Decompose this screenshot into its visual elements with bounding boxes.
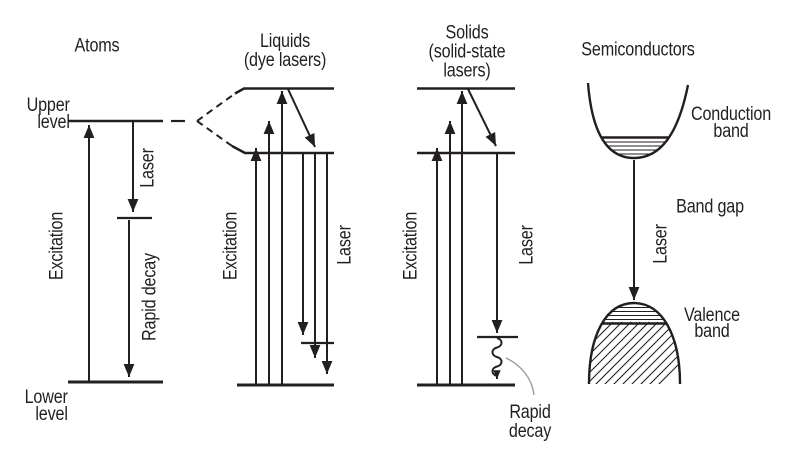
conduction-band-curve	[586, 82, 690, 160]
solids-title-line3: lasers)	[443, 60, 491, 82]
conduction-band-line2: band	[713, 121, 749, 142]
conduction-band-label: Conduction band	[690, 104, 772, 142]
liquids-band-split-dashed-lines	[196, 92, 236, 147]
liquids-laser-label: Laser	[334, 225, 356, 265]
atoms-excitation-label: Excitation	[46, 211, 68, 281]
liquids-lower-band-line	[231, 144, 334, 155]
conduction-band-line1: Conduction	[690, 104, 772, 125]
upper-level-line2: level	[37, 112, 71, 133]
liquids-title: Liquids (dye lasers)	[243, 31, 327, 71]
liquids-title-line1: Liquids	[259, 31, 310, 52]
liquids-upper-band-line	[234, 87, 334, 95]
solids-rapid-decay-pointer-line	[505, 357, 535, 396]
liquids-diagram	[196, 87, 334, 387]
upper-level-line1: Upper	[26, 95, 70, 116]
semiconductors-title: Semiconductors	[581, 39, 695, 61]
solids-rapid-decay-label: Rapid decay	[509, 403, 551, 441]
liquids-band-decay-arrow	[287, 88, 316, 148]
atoms-laser-label: Laser	[137, 148, 159, 188]
atoms-title: Atoms	[74, 35, 120, 57]
solids-title: Solids (solid-state lasers)	[429, 24, 506, 81]
valence-band-line1: Valence	[684, 305, 740, 326]
lower-level-line1: Lower	[24, 387, 68, 408]
liquids-excitation-label: Excitation	[220, 211, 242, 281]
lower-level-line2: level	[35, 404, 69, 425]
solids-title-line2: (solid-state	[428, 41, 506, 63]
lower-level-label: Lower level	[24, 387, 69, 425]
solids-title-line1: Solids	[445, 22, 489, 44]
atoms-diagram	[68, 119, 185, 384]
atoms-rapid-decay-label: Rapid decay	[139, 253, 161, 341]
valence-band-curve	[587, 301, 682, 385]
solids-diagram	[417, 87, 535, 396]
semiconductors-laser-label: Laser	[650, 224, 672, 264]
valence-band-label: Valence band	[684, 305, 740, 342]
upper-level-label: Upper level	[26, 95, 71, 133]
valence-band-line2: band	[694, 321, 730, 342]
band-gap-label: Band gap	[676, 196, 744, 218]
liquids-title-line2: (dye lasers)	[243, 50, 327, 71]
solids-band-decay-arrow	[467, 88, 497, 147]
solids-excitation-label: Excitation	[400, 211, 422, 281]
solids-rapid-decay-line2: decay	[508, 421, 552, 442]
solids-rapid-decay-line1: Rapid	[509, 402, 551, 423]
solids-rapid-decay-wavy-arrow	[491, 337, 503, 379]
solids-laser-label: Laser	[516, 225, 538, 265]
